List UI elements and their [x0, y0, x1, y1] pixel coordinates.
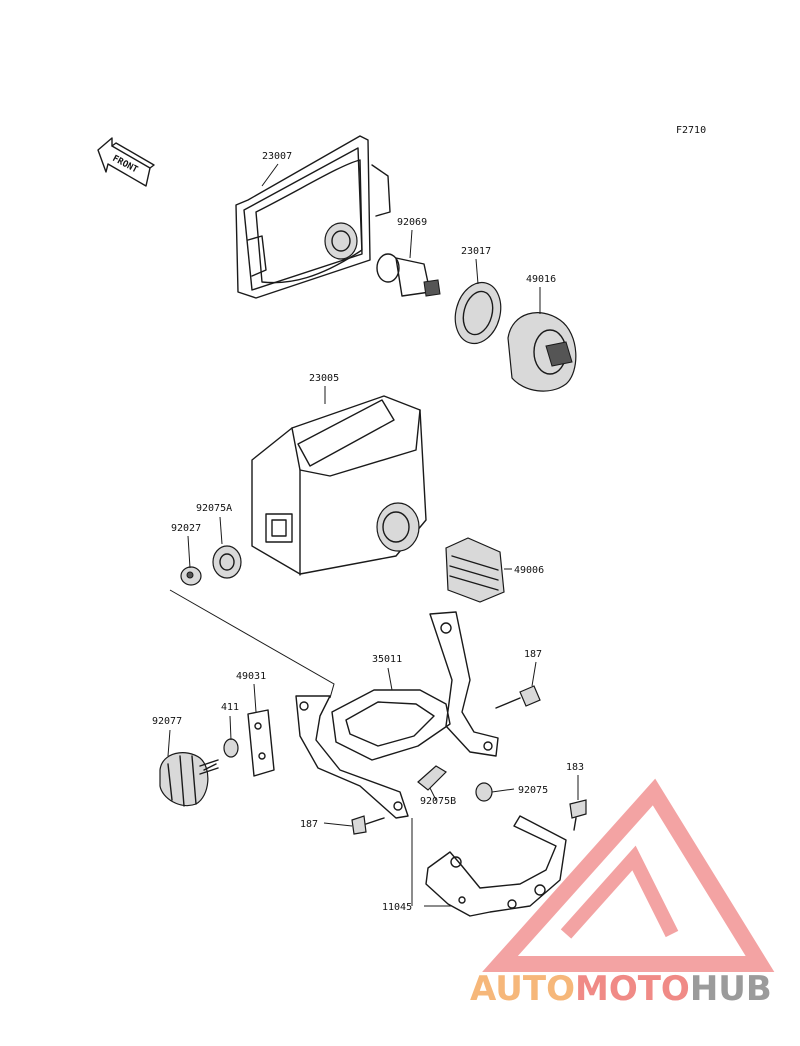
washer: [180, 566, 202, 586]
adjuster-knob: [159, 752, 219, 807]
callout-labels: 23007 92069 23017 49016 23005 92075A 92027 4900…: [152, 151, 584, 913]
headlight-bracket: [295, 611, 499, 819]
watermark-hub: HUB: [690, 969, 772, 1009]
svg-text:AUTOMOTOHUB: AUTOMOTOHUB: [470, 969, 772, 1009]
bolt-187-left: [351, 815, 385, 835]
callout-c23007: 23007: [262, 151, 292, 162]
callout-c187b: 187: [300, 819, 318, 830]
callout-c92075B: 92075B: [420, 796, 456, 807]
callout-c35011: 35011: [372, 654, 402, 665]
grommet-a: [212, 545, 242, 579]
figure-code: F2710: [676, 125, 706, 136]
callout-c49016: 49016: [526, 274, 556, 285]
lower-bracket: [425, 815, 567, 917]
callout-c92069: 92069: [397, 217, 427, 228]
watermark-auto: AUTO: [470, 969, 575, 1009]
callout-c411: 411: [221, 702, 239, 713]
callout-c92075: 92075: [518, 785, 548, 796]
watermark-moto: MOTO: [575, 969, 690, 1009]
watermark-triangle-icon: [482, 778, 775, 972]
callout-c23005: 23005: [309, 373, 339, 384]
front-label: FRONT: [111, 154, 140, 176]
front-arrow-icon: FRONT: [97, 137, 155, 187]
callout-c92077: 92077: [152, 716, 182, 727]
callout-c49031: 49031: [236, 671, 266, 682]
callout-c92075A: 92075A: [196, 503, 232, 514]
callout-c183: 183: [566, 762, 584, 773]
callout-c92027: 92027: [171, 523, 201, 534]
callout-c11045: 11045: [382, 902, 412, 913]
callout-c187a: 187: [524, 649, 542, 660]
watermark: AUTOMOTOHUB: [470, 778, 775, 1009]
wire-boot: [445, 537, 505, 603]
plate: [247, 709, 275, 777]
rubber-cap: [507, 312, 577, 392]
callout-c23017: 23017: [461, 246, 491, 257]
leader-lines: [167, 163, 579, 907]
callout-c49006: 49006: [514, 565, 544, 576]
bulb: [376, 253, 441, 297]
grommet: [475, 782, 493, 802]
screw-183: [569, 799, 587, 831]
headlight-reflector: [235, 135, 391, 299]
headlight-housing: [251, 395, 427, 576]
watermark-inner-triangle-icon: [560, 845, 679, 939]
clip-b: [417, 765, 447, 791]
bolt-187-right: [495, 685, 541, 709]
washer-411: [223, 738, 239, 758]
retaining-ring: [454, 281, 502, 345]
